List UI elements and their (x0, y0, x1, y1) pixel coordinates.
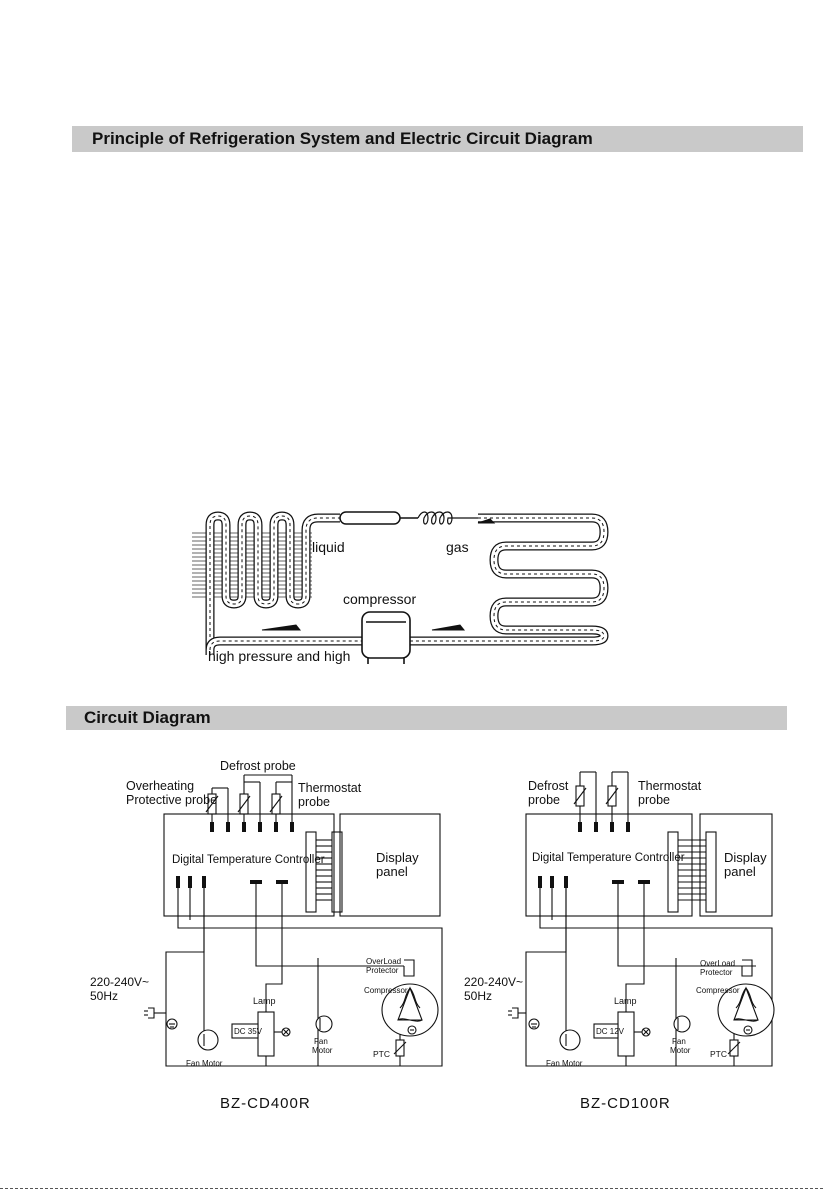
ribbon-connector (305, 831, 343, 913)
refrigeration-diagram (192, 511, 609, 664)
controller-box-right (525, 813, 693, 917)
label-thermostat-r-2: probe (638, 793, 670, 807)
label-dc: DC 35V (234, 1027, 263, 1036)
probe-group (205, 774, 293, 826)
label-thermostat-1: Thermostat (298, 781, 362, 795)
label-fan-2: Motor (312, 1046, 333, 1055)
label-thermostat-2: probe (298, 795, 330, 809)
flow-arrow-right (431, 624, 466, 631)
controller-box (163, 813, 335, 917)
label-compressor-1: Compressor (364, 986, 408, 995)
label-display-1: Display (376, 850, 419, 865)
section-title-refrigeration: Principle of Refrigeration System and El… (92, 129, 593, 148)
label-supply-2: 50Hz (90, 989, 118, 1003)
fan-motor-2 (315, 1015, 333, 1033)
label-thermostat-r-1: Thermostat (638, 779, 702, 793)
label-overload-1: OverLoad (366, 957, 401, 966)
label-overheating-1: Overheating (126, 779, 194, 793)
compressor-motor-right (717, 959, 775, 1037)
page-bottom-rule (0, 1188, 823, 1189)
section-title-circuit: Circuit Diagram (84, 708, 211, 727)
label-compressor-r: Compressor (696, 986, 740, 995)
label-overload-2: Protector (366, 966, 399, 975)
compressor-body (361, 611, 411, 664)
lamp-dc-supply-right (593, 1011, 651, 1057)
label-controller: Digital Temperature Controller (172, 854, 325, 866)
label-overload-r-2: Protector (700, 968, 733, 977)
label-overload-r-1: OverLoad (700, 959, 735, 968)
label-supply-r-2: 50Hz (464, 989, 492, 1003)
lamp-dc-supply (231, 1011, 291, 1057)
label-fan-r-2: Motor (670, 1046, 691, 1055)
label-display-r-2: panel (724, 864, 756, 879)
model-label-right: BZ-CD100R (580, 1095, 671, 1112)
label-defrost-r-2: probe (528, 793, 560, 807)
section-header-circuit: Circuit Diagram (66, 706, 787, 730)
ptc-element (393, 1039, 407, 1057)
label-fan-motor-r: Fan Motor (546, 1059, 583, 1068)
label-fan-motor: Fan Motor (186, 1059, 223, 1068)
ptc-element-right (727, 1039, 741, 1057)
compressor-motor (381, 959, 439, 1037)
label-ptc: PTC (373, 1049, 390, 1059)
evaporator-coil (410, 513, 609, 646)
condenser-coil (205, 511, 340, 655)
label-supply-r-1: 220-240V~ (464, 975, 523, 989)
label-display-r-1: Display (724, 850, 767, 865)
controller-pins-bottom-right (538, 876, 650, 888)
model-label-left: BZ-CD400R (220, 1095, 311, 1112)
probe-group-right (573, 771, 629, 826)
label-high-pressure: high pressure and high (208, 648, 350, 664)
fan-motor-1 (197, 1029, 219, 1051)
section-header-refrigeration: Principle of Refrigeration System and El… (72, 126, 803, 152)
label-controller-r: Digital Temperature Controller (532, 852, 685, 864)
label-fan-1: Fan (314, 1037, 328, 1046)
fan-motor-2-right (673, 1015, 691, 1033)
controller-pins-top-right (578, 822, 630, 832)
label-supply-1: 220-240V~ (90, 975, 149, 989)
discharge-line (205, 636, 362, 651)
flow-arrow-evap (477, 518, 496, 524)
controller-pins-top (210, 822, 294, 832)
controller-pins-bottom (176, 876, 288, 888)
display-panel-box (339, 813, 441, 917)
ribbon-connector-right (667, 831, 717, 913)
circuit-bz-cd100r (508, 771, 775, 1067)
label-compressor: compressor (343, 591, 416, 607)
label-overheating-2: Protective probe (126, 793, 217, 807)
power-plug-right (508, 1007, 540, 1030)
dryer-filter (339, 511, 401, 525)
label-liquid: liquid (312, 539, 345, 555)
label-display-2: panel (376, 864, 408, 879)
label-defrost-probe: Defrost probe (220, 759, 296, 773)
label-lamp: Lamp (253, 996, 276, 1006)
display-panel-box-right (699, 813, 773, 917)
circuit-bz-cd400r (144, 774, 443, 1067)
label-dc-r: DC 12V (596, 1027, 625, 1036)
label-gas: gas (446, 539, 469, 555)
fan-motor-1-right (559, 1029, 581, 1051)
label-defrost-r-1: Defrost (528, 779, 569, 793)
label-lamp-r: Lamp (614, 996, 637, 1006)
label-fan-r-1: Fan (672, 1037, 686, 1046)
label-ptc-r: PTC (710, 1049, 727, 1059)
power-plug (144, 1007, 178, 1030)
flow-arrow-left (261, 624, 302, 631)
capillary-coil (417, 511, 478, 525)
